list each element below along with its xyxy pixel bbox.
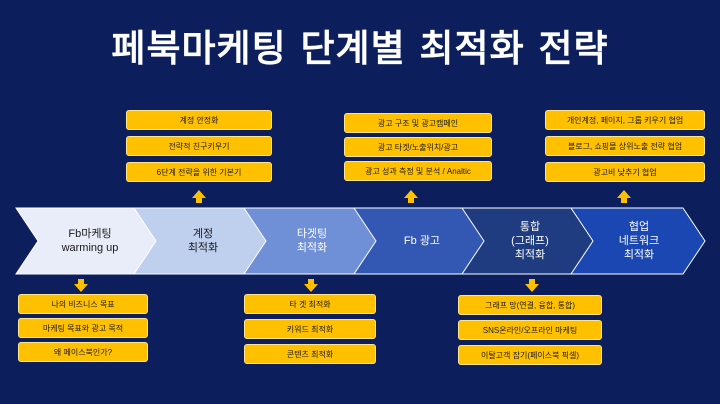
top-group-2-item-2: 광고 타겟/노출위치/광고	[344, 137, 492, 157]
down-arrow-1	[74, 279, 88, 292]
stage-2-line1: 계정	[192, 228, 214, 240]
stage-6-label: 협업 네트워크 최적화	[595, 208, 683, 274]
stage-2-label: 계정 최적화	[158, 208, 248, 274]
top-group-3-item-1: 개인계정, 페이지, 그룹 키우기 협업	[545, 110, 705, 130]
bottom-group-1-item-3: 왜 페이스북인가?	[18, 342, 148, 362]
stage-2-line2: 최적화	[187, 242, 219, 254]
stage-5-line1: 통합	[519, 221, 541, 233]
top-group-2-item-1: 광고 구조 및 광고캠페인	[344, 113, 492, 133]
bottom-group-2-item-2: 키워드 최적화	[244, 319, 376, 339]
bottom-group-3-item-3: 이탈고객 잡기(페이스북 픽셀)	[458, 345, 602, 365]
down-arrow-3	[525, 279, 539, 292]
top-group-1-item-2: 전략적 친구키우기	[126, 136, 272, 156]
stage-1-line2: warming up	[61, 242, 119, 254]
up-arrow-3	[617, 190, 631, 203]
bottom-group-1-item-2: 마케팅 목표와 광고 목적	[18, 318, 148, 338]
stage-5-label: 통합 (그래프) 최적화	[486, 208, 574, 274]
stage-5-line2: (그래프)	[511, 235, 549, 247]
stage-3-line1: 타겟팅	[296, 228, 328, 240]
bottom-group-3-item-2: SNS온라인/오프라인 마케팅	[458, 320, 602, 340]
stage-4-label: Fb 광고	[378, 208, 466, 274]
stage-1-label: Fb마케팅 warming up	[40, 208, 140, 274]
stage-1-line1: Fb마케팅	[68, 228, 112, 240]
top-group-3-item-3: 광고비 낮추기 협업	[545, 162, 705, 182]
stage-6-line3: 최적화	[623, 249, 655, 261]
bottom-group-2-item-3: 콘텐츠 최적화	[244, 344, 376, 364]
top-group-1-item-1: 계정 안정화	[126, 110, 272, 130]
stage-4-line1: Fb 광고	[403, 235, 441, 247]
down-arrow-2	[304, 279, 318, 292]
up-arrow-1	[192, 190, 206, 203]
up-arrow-2	[404, 190, 418, 203]
stage-6-chevron	[570, 207, 706, 275]
stage-3-label: 타겟팅 최적화	[268, 208, 356, 274]
stage-6-line2: 네트워크	[618, 235, 660, 247]
top-group-1-item-3: 6단계 전략을 위한 기본기	[126, 162, 272, 182]
stage-5-line3: 최적화	[514, 249, 546, 261]
bottom-group-2-item-1: 타 겟 최적화	[244, 294, 376, 314]
top-group-2-item-3: 광고 성과 측정 및 분석 / Analtic	[344, 161, 492, 181]
page-title: 페북마케팅 단계별 최적화 전략	[111, 27, 609, 70]
bottom-group-3-item-1: 그래프 망(연결, 융합, 통합)	[458, 295, 602, 315]
stage-6-line1: 협업	[628, 221, 650, 233]
stage-3-line2: 최적화	[296, 242, 328, 254]
top-group-3-item-2: 블로그, 쇼핑몰 상위노출 전략 협업	[545, 136, 705, 156]
bottom-group-1-item-1: 나의 비즈니스 목표	[18, 294, 148, 314]
